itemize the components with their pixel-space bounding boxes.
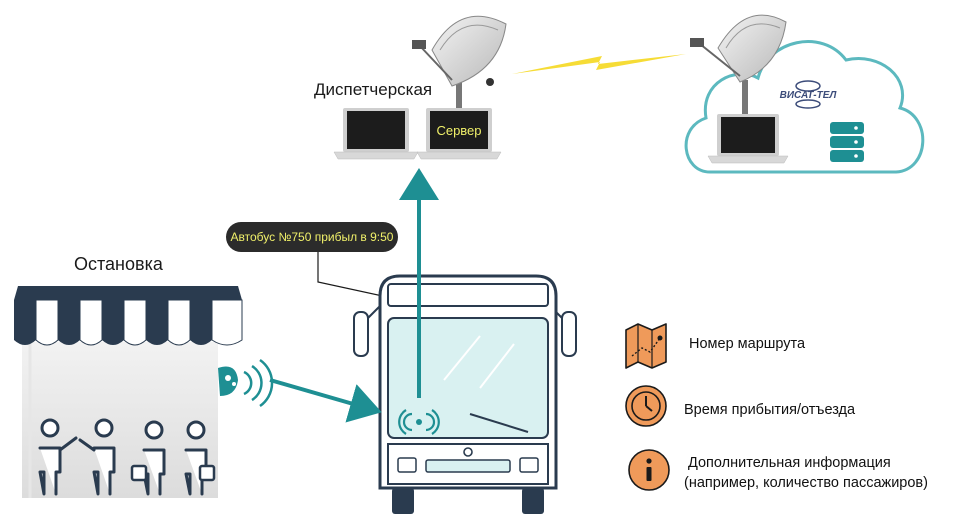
waiting-passengers [38, 418, 208, 496]
server-laptop-icon: Сервер [416, 108, 502, 160]
legend-arrival-time: Время прибытия/отъезда [684, 402, 856, 418]
dispatch-label: Диспетчерская [314, 80, 433, 99]
clock-icon [625, 385, 667, 427]
stop-to-bus-arrow [269, 378, 382, 423]
legend-additional-info-example: (например, количество пассажиров) [684, 475, 928, 491]
info-icon [628, 449, 670, 491]
legend-additional-info: Дополнительная информация [688, 455, 891, 471]
satellite-link [512, 54, 686, 74]
bus-message-callout: Автобус №750 прибыл в 9:50 [226, 222, 452, 301]
dispatch-laptop-icon [333, 108, 419, 160]
awning-stripes [14, 299, 243, 346]
database-icon [830, 122, 864, 162]
legend-route-number: Номер маршрута [689, 336, 806, 352]
satellite-dish-icon [412, 15, 507, 118]
bus-stop-icon [14, 286, 243, 498]
bus-stop-beacon-icon [218, 358, 274, 408]
bus-transmitter-icon [398, 409, 440, 435]
bus-message-text: Автобус №750 прибыл в 9:50 [231, 230, 394, 244]
bus-icon [353, 274, 577, 514]
cloud-satellite-dish-icon [690, 14, 787, 116]
bus-stop-label: Остановка [74, 254, 163, 274]
server-label: Сервер [436, 123, 481, 138]
cloud-laptop-icon [707, 114, 789, 164]
map-route-icon [625, 323, 667, 369]
provider-logo: ВИСАТ-ТЕЛ [780, 80, 838, 109]
svg-text:ВИСАТ-ТЕЛ: ВИСАТ-ТЕЛ [780, 90, 838, 101]
